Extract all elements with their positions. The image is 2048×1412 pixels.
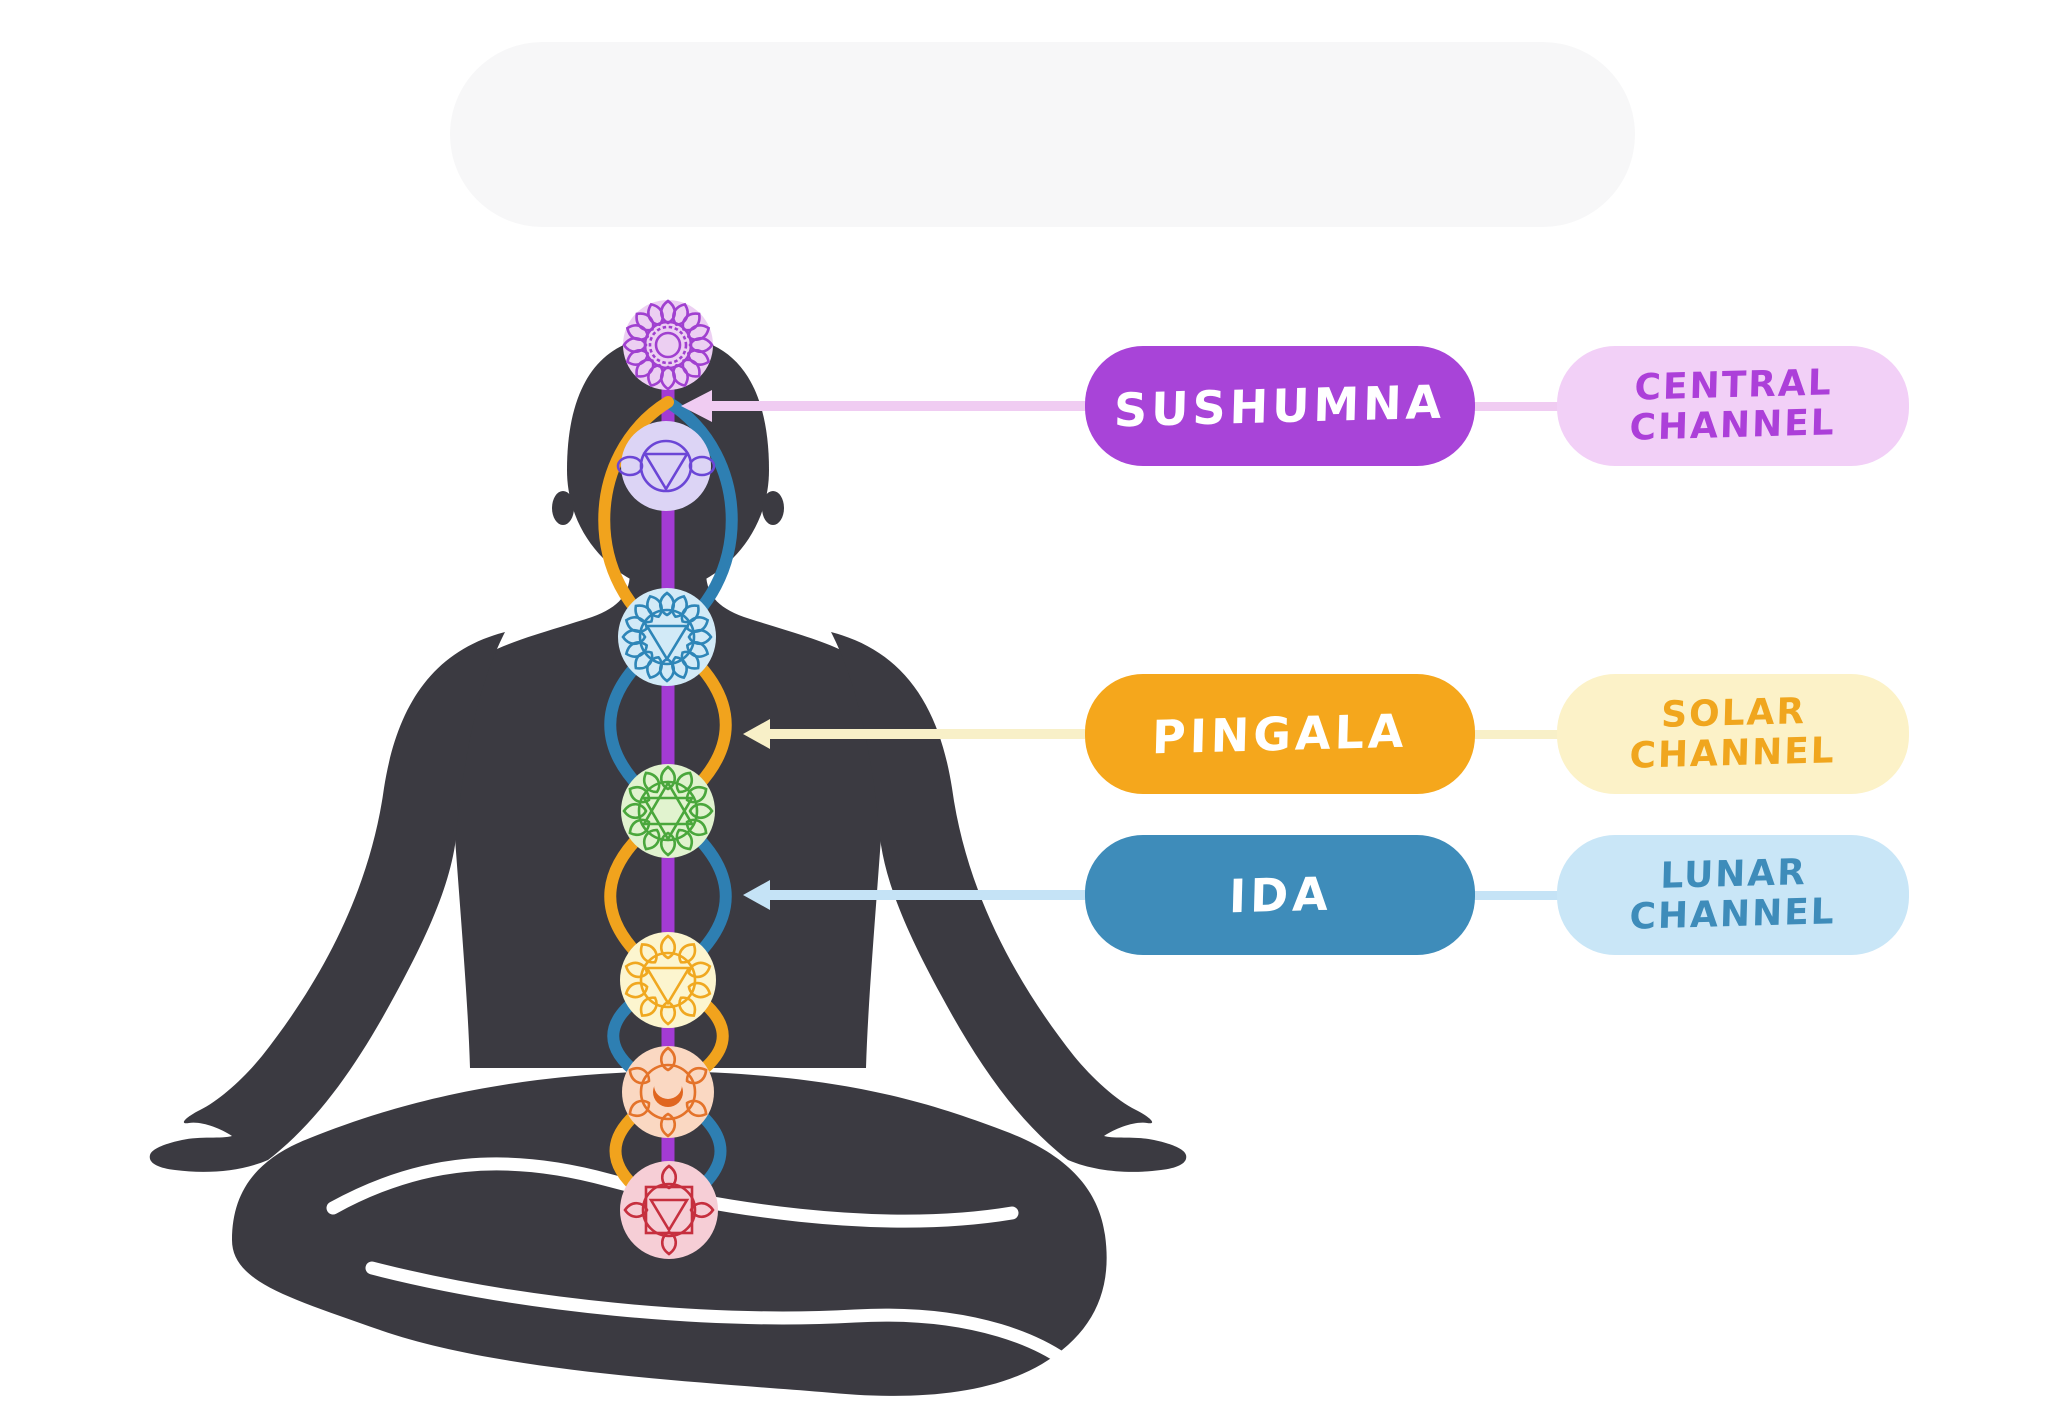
pingala-arrow-shaft bbox=[766, 729, 1092, 739]
throat-circle bbox=[638, 608, 696, 666]
solar-plexus-chakra bbox=[620, 932, 716, 1028]
third-eye-triangle bbox=[642, 452, 690, 492]
third-eye-chakra-symbol bbox=[616, 439, 716, 493]
sacral-chakra-symbol bbox=[625, 1046, 711, 1138]
heart-chakra-disc bbox=[621, 764, 715, 858]
pingala-label-pill: PINGALA bbox=[1085, 674, 1475, 794]
leg-outline-lines bbox=[326, 1157, 1105, 1399]
solar-channel-line1: SOLAR bbox=[1660, 690, 1807, 736]
pingala-label: PINGALA bbox=[1151, 703, 1409, 765]
lunar-channel-line2: CHANNEL bbox=[1628, 891, 1837, 938]
lunar-channel-pill: LUNAR CHANNEL bbox=[1557, 835, 1909, 955]
throat-chakra bbox=[618, 588, 716, 686]
root-chakra-symbol bbox=[623, 1164, 715, 1256]
left-ear bbox=[552, 491, 574, 525]
sacral-moon-cut bbox=[654, 1071, 682, 1099]
lunar-channel-line1: LUNAR bbox=[1659, 851, 1808, 897]
sacral-circle bbox=[639, 1063, 697, 1121]
third-eye-chakra-disc bbox=[621, 421, 711, 511]
solar-circle bbox=[639, 951, 697, 1009]
heart-triangle-up bbox=[641, 780, 695, 826]
root-chakra bbox=[620, 1161, 718, 1259]
connector-row2 bbox=[1468, 730, 1564, 739]
sushumna-arrowhead bbox=[681, 390, 712, 422]
crown-ring-inner bbox=[654, 331, 682, 359]
central-channel-line1: CENTRAL bbox=[1633, 362, 1834, 409]
central-channel-pill: CENTRAL CHANNEL bbox=[1557, 346, 1909, 466]
central-channel-label: CENTRAL CHANNEL bbox=[1628, 362, 1837, 449]
connector-row1 bbox=[1468, 402, 1564, 411]
root-triangle bbox=[648, 1198, 690, 1233]
sushumna-label-pill: SUSHUMNA bbox=[1085, 346, 1475, 466]
right-arm bbox=[831, 632, 1187, 1172]
solar-channel-label: SOLAR CHANNEL bbox=[1629, 691, 1837, 777]
ida-label-pill: IDA bbox=[1085, 835, 1475, 955]
ida-arrow-shaft bbox=[766, 890, 1092, 900]
solar-channel-line2: CHANNEL bbox=[1628, 730, 1837, 777]
heart-triangle-down bbox=[641, 796, 695, 842]
sushumna-arrow-shaft bbox=[708, 401, 1092, 411]
lunar-channel-label: LUNAR CHANNEL bbox=[1629, 852, 1837, 938]
throat-chakra-symbol bbox=[621, 591, 713, 683]
root-chakra-disc bbox=[620, 1161, 718, 1259]
solar-plexus-chakra-symbol bbox=[622, 934, 714, 1026]
throat-triangle bbox=[644, 624, 690, 662]
heart-chakra-symbol bbox=[622, 765, 714, 857]
sushumna-arrow bbox=[681, 390, 1092, 422]
sushumna-label: SUSHUMNA bbox=[1113, 374, 1447, 438]
heart-chakra bbox=[621, 764, 715, 858]
solar-channel-pill: SOLAR CHANNEL bbox=[1557, 674, 1909, 794]
background-blob bbox=[450, 42, 1635, 227]
solar-triangle bbox=[644, 966, 692, 1006]
ida-label: IDA bbox=[1227, 866, 1333, 924]
throat-chakra-disc bbox=[618, 588, 716, 686]
left-arm bbox=[149, 632, 506, 1172]
pingala-arrowhead bbox=[743, 719, 770, 749]
ida-arrowhead bbox=[743, 880, 770, 910]
crown-ring-teeth bbox=[648, 325, 688, 365]
solar-plexus-chakra-disc bbox=[620, 932, 716, 1028]
crown-chakra bbox=[622, 299, 714, 391]
right-ear bbox=[762, 491, 784, 525]
pingala-arrow bbox=[743, 719, 1092, 749]
central-channel-line2: CHANNEL bbox=[1628, 402, 1837, 449]
upper-shin-line bbox=[326, 1157, 1019, 1228]
lower-shin-line bbox=[365, 1261, 1105, 1399]
root-circle bbox=[641, 1182, 697, 1238]
third-eye-chakra bbox=[616, 421, 716, 511]
crown-chakra-disc bbox=[623, 300, 713, 390]
ida-arrow bbox=[743, 880, 1092, 910]
connector-row3 bbox=[1468, 891, 1564, 900]
sacral-chakra bbox=[622, 1046, 714, 1138]
crown-chakra-symbol bbox=[622, 299, 714, 391]
